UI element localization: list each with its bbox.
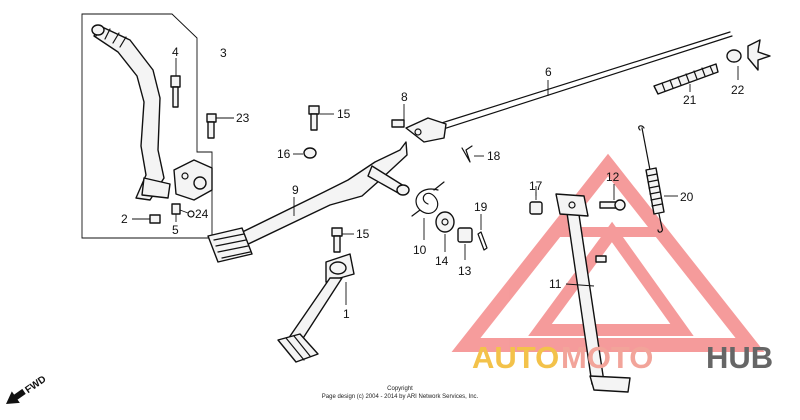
fwd-arrow: FWD: [6, 374, 48, 404]
bolt-8: [391, 104, 405, 128]
callout-6: 6: [545, 65, 552, 79]
brake-pedal: [207, 141, 410, 263]
callout-8: 8: [401, 90, 408, 104]
callout-15-upper: 15: [337, 107, 351, 121]
adjusting-nut-22: [726, 39, 771, 80]
callout-4: 4: [172, 45, 179, 59]
kick-boss: [173, 159, 213, 201]
callout-3: 3: [220, 46, 227, 60]
callout-23: 23: [236, 111, 250, 125]
copyright-line-1: Copyright: [387, 386, 413, 392]
nut-13: [457, 227, 473, 260]
spring-20: [638, 125, 678, 233]
callout-1: 1: [343, 307, 350, 321]
spring-10: [411, 181, 445, 240]
watermark-wordmark: AUTO MOTO HUB: [472, 340, 773, 375]
callout-10: 10: [413, 243, 427, 257]
watermark-logo: [451, 153, 765, 352]
callout-22: 22: [731, 83, 745, 97]
callout-18: 18: [487, 149, 501, 163]
bolt-15-lower: [331, 227, 354, 253]
callout-labels: 1 2 3 4 5 6 8 9 10 11 12 13 14 15 15 16 …: [121, 45, 745, 321]
washer-16: [303, 147, 317, 159]
callout-11: 11: [549, 277, 562, 291]
clip-18: [461, 145, 484, 163]
cotter-pin-19: [477, 214, 488, 251]
nut-2: [149, 214, 161, 224]
bolt-23: [206, 113, 234, 139]
callout-12: 12: [606, 170, 620, 184]
callout-5: 5: [172, 223, 179, 237]
watermark-auto: AUTO: [472, 340, 559, 375]
bolt-4: [170, 58, 181, 108]
callout-17: 17: [529, 179, 543, 193]
callout-9: 9: [292, 183, 299, 197]
spring-24: [171, 203, 195, 222]
bolt-12: [599, 184, 626, 211]
copyright-line-2: Page design (c) 2004 - 2014 by ARI Netwo…: [322, 394, 479, 400]
side-stand: [555, 193, 631, 393]
watermark-hub: HUB: [706, 340, 773, 375]
callout-24: 24: [195, 207, 209, 221]
callout-15-lower: 15: [356, 227, 370, 241]
kickstarter-group-box: [81, 13, 213, 239]
kick-starter-arm: [91, 24, 171, 201]
callout-19: 19: [474, 200, 488, 214]
gear-change-pedal: [277, 253, 355, 363]
callout-16: 16: [277, 147, 291, 161]
fwd-label: FWD: [23, 374, 48, 396]
callout-14: 14: [435, 254, 449, 268]
callout-21: 21: [683, 93, 697, 107]
callout-2: 2: [121, 212, 128, 226]
brake-rod: [405, 31, 733, 143]
callout-13: 13: [458, 264, 472, 278]
watermark-moto: MOTO: [561, 340, 653, 375]
bolt-15-upper: [308, 105, 334, 131]
washer-14: [435, 211, 455, 252]
spring-21: [653, 63, 719, 95]
callout-20: 20: [680, 190, 694, 204]
